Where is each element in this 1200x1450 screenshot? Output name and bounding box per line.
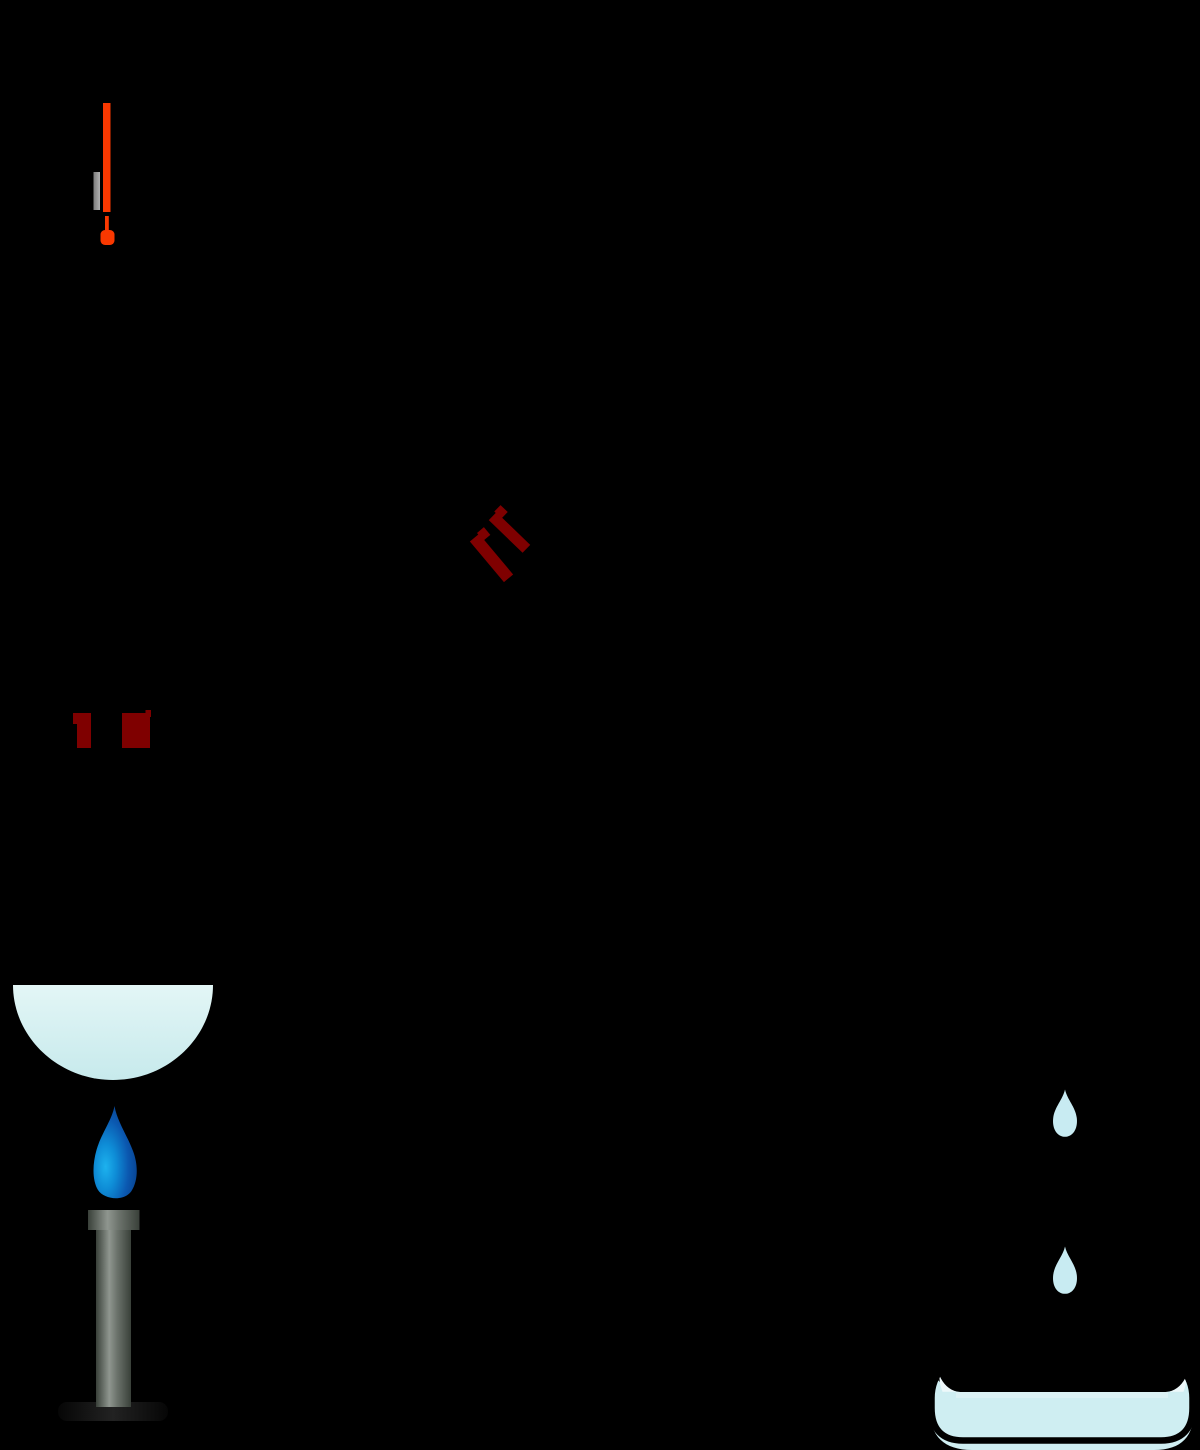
condenser-stopper-lower-icon — [469, 533, 514, 583]
flask-stopper-right-flange-icon — [145, 710, 151, 717]
thermometer-stem-icon — [103, 103, 111, 212]
flask-stopper — [73, 710, 151, 748]
burner-collar-icon — [88, 1210, 140, 1230]
meniscus-glint-left-icon — [939, 1375, 957, 1392]
condenser-stopper-upper-flange-icon — [494, 505, 508, 519]
meniscus-glint-right-icon — [1169, 1375, 1187, 1392]
collection-beaker — [928, 1363, 1196, 1450]
flask-stopper-right-icon — [122, 713, 150, 748]
thermometer-scale-mark-icon — [93, 172, 100, 210]
thermometer-bulb-icon — [100, 230, 115, 245]
beaker-wall-outline — [928, 1363, 1196, 1444]
condenser-stopper-lower-flange-icon — [477, 527, 491, 541]
burner-base-icon — [58, 1402, 168, 1421]
flask-stopper-left-flange-icon — [73, 713, 78, 724]
flask-liquid-icon — [13, 985, 213, 1080]
flask-stopper-left-icon — [77, 713, 91, 748]
bunsen-burner — [58, 1210, 168, 1421]
condenser-stopper-upper-icon — [488, 512, 531, 553]
beaker-liquid-surface-highlight — [956, 1392, 1168, 1398]
burner-flame-icon — [93, 1106, 137, 1199]
thermometer — [93, 103, 115, 245]
beaker-liquid-icon — [930, 1377, 1194, 1450]
thermometer-lower-stem-icon — [105, 216, 109, 234]
burner-stem-icon — [96, 1229, 131, 1407]
droplet-lower-icon — [1053, 1246, 1077, 1294]
condenser-stopper — [469, 505, 531, 583]
droplet-upper-icon — [1053, 1089, 1077, 1137]
condensed-droplets — [1053, 1089, 1077, 1294]
